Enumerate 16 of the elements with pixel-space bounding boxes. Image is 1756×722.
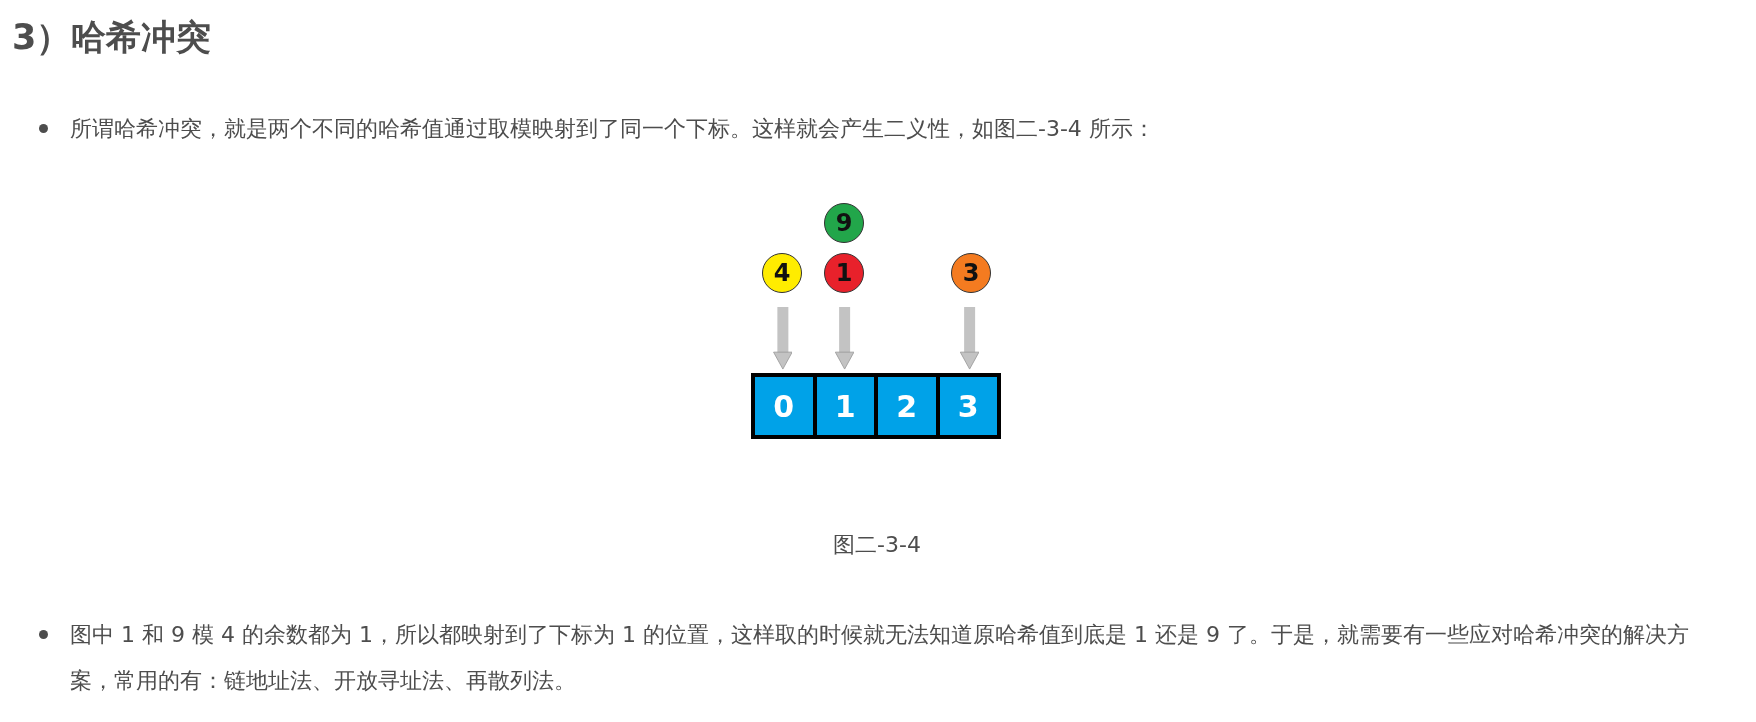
number-circle: 3 (951, 253, 991, 293)
number-circle: 9 (824, 203, 864, 243)
heading: 3）哈希冲突 (12, 16, 212, 59)
number-circle: 4 (762, 253, 802, 293)
arrow (773, 307, 793, 370)
paragraph: 所谓哈希冲突，就是两个不同的哈希值通过取模映射到了同一个下标。这样就会产生二义性，如图二-3-4 所示： (70, 115, 1156, 143)
arrow (834, 307, 855, 370)
array-cell: 3 (939, 377, 997, 435)
array-box (751, 373, 1001, 439)
number-circle: 1 (824, 253, 864, 293)
figure-caption: 图二-3-4 (832, 531, 922, 559)
array-cell: 2 (878, 377, 936, 435)
array-cell: 0 (755, 377, 813, 435)
paragraph: 图中 1 和 9 模 4 的余数都为 1，所以都映射到了下标为 1 的位置，这样取的时候就无法知道原哈希值到底是 1 还是 9 了。于是，就需要有一些应对哈希冲突的解决方案，常用的有：链地址法、开放寻址法、再散列法。 (70, 621, 1690, 695)
arrow (959, 307, 980, 370)
array-cell: 1 (816, 377, 874, 435)
